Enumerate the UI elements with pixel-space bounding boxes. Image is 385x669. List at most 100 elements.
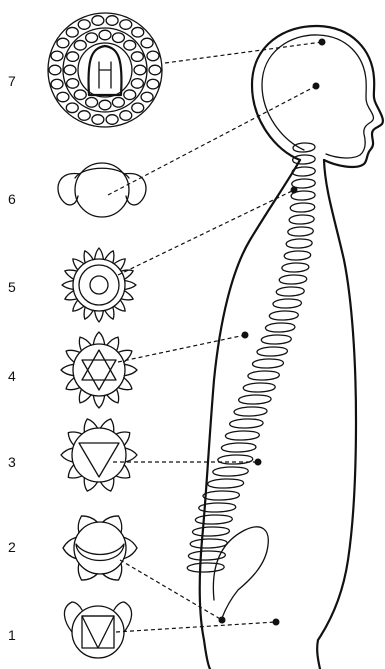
leader-line-4 (118, 335, 245, 362)
lotus-cell (86, 98, 98, 108)
vertebra (290, 203, 315, 212)
petal (95, 311, 104, 322)
heart-symbol (61, 332, 137, 408)
lotus-cell (78, 20, 90, 30)
vertebra (248, 371, 280, 380)
petal (66, 378, 80, 390)
vertebra (213, 467, 249, 476)
petal (79, 389, 91, 403)
lotus-cell (57, 92, 69, 102)
third-eye-symbol (58, 163, 146, 217)
crown-lotus-symbol (48, 13, 162, 127)
lotus-cell (147, 51, 159, 61)
heart-point (242, 332, 249, 339)
vertebra (293, 143, 315, 152)
vertebra (279, 275, 307, 284)
vertebra (208, 479, 244, 488)
petal (107, 389, 119, 403)
lotus-cell (149, 65, 161, 75)
petal (62, 281, 73, 290)
vertebra (273, 299, 302, 308)
lotus-cell (74, 90, 86, 100)
leader-line-2 (120, 560, 222, 620)
throat-point (291, 187, 298, 194)
vertebra (257, 347, 288, 356)
chakra-number-7: 7 (8, 73, 16, 89)
lotus-cell (112, 98, 124, 108)
vertebra (284, 251, 311, 260)
vertebra (252, 359, 283, 368)
vertebra (265, 323, 295, 332)
sacral-symbol (63, 516, 137, 580)
lotus-cell (99, 30, 111, 40)
lotus-cell (106, 16, 118, 26)
brow-point (313, 83, 320, 90)
vertebra (261, 335, 291, 344)
vertebra (190, 539, 227, 548)
lotus-cell (78, 111, 90, 121)
lotus-cell (92, 115, 104, 125)
lotus-cell (67, 79, 79, 89)
vertebra (269, 311, 298, 320)
lotus-cell (131, 52, 143, 62)
lotus-cell (141, 38, 153, 48)
petal (125, 281, 136, 290)
vertebra (288, 227, 314, 236)
lotus-cell (124, 40, 136, 50)
petal (124, 364, 137, 375)
lotus-cell (57, 38, 69, 48)
vertebra (243, 383, 275, 392)
chakra-number-6: 6 (8, 191, 16, 207)
leader-line-6 (108, 86, 316, 195)
chakra-number-1: 1 (8, 627, 16, 643)
vertebra (187, 563, 224, 572)
vertebra (230, 419, 264, 428)
lotus-cell (67, 52, 79, 62)
leader-line-7 (165, 42, 322, 63)
lotus-cell (141, 92, 153, 102)
chakra-number-2: 2 (8, 539, 16, 555)
vertebra (203, 491, 240, 500)
lotus-cell (64, 65, 76, 75)
lotus-cell (147, 79, 159, 89)
lotus-cell (120, 111, 132, 121)
vertebra (292, 179, 316, 188)
spine-vertebrae (187, 143, 315, 572)
vertebra (282, 263, 309, 272)
petal (100, 478, 113, 491)
vertebra (218, 455, 253, 464)
lotus-cell (112, 33, 124, 43)
vertebra (292, 167, 315, 176)
petal (100, 419, 113, 432)
lotus-cell (51, 79, 63, 89)
vertebra (293, 155, 316, 164)
vertebra (234, 407, 267, 416)
petal (93, 395, 104, 408)
lotus-cell (66, 27, 78, 37)
lotus-cell (124, 90, 136, 100)
lotus-cell (86, 33, 98, 43)
petal (95, 248, 104, 259)
crown-point (319, 39, 326, 46)
root-point (273, 619, 280, 626)
lotus-cell (132, 27, 144, 37)
vertebra (286, 239, 312, 248)
root-symbol (64, 602, 131, 658)
petal (61, 448, 73, 462)
chakra-number-4: 4 (8, 368, 16, 384)
chakra-number-5: 5 (8, 279, 16, 295)
lotus-cell (49, 65, 61, 75)
lotus-cell (134, 65, 146, 75)
leader-lines (108, 39, 326, 633)
petal (93, 332, 104, 345)
vertebra (195, 515, 232, 524)
petal (125, 448, 137, 462)
vertebra (239, 395, 272, 404)
sacral-point (219, 617, 226, 624)
lotus-cell (99, 100, 111, 110)
lotus-cell (92, 16, 104, 26)
solar-plexus-symbol (61, 419, 137, 491)
petal (84, 478, 97, 491)
petal (118, 378, 132, 390)
